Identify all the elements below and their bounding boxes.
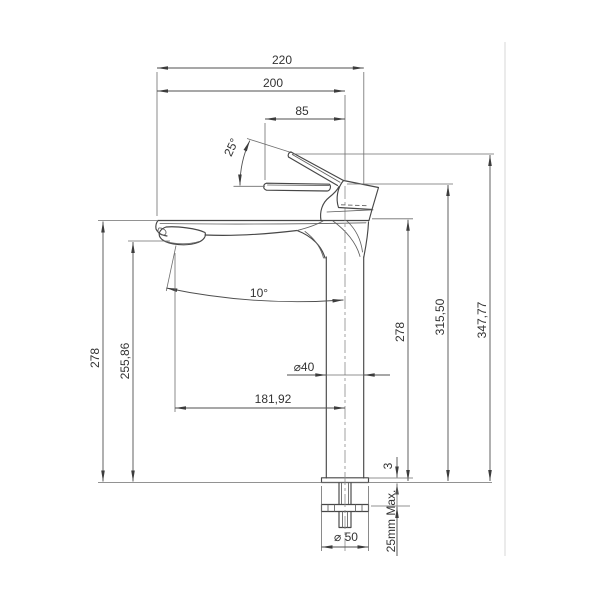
- dim-deck-height-label: 278: [393, 322, 407, 342]
- dim-base-diameter-label: ⌀ 50: [334, 530, 358, 544]
- dim-handle-top-height: 315,50: [347, 183, 453, 481]
- dim-plate-lip-label: 3: [381, 462, 395, 469]
- dim-spray-angle-label: 10°: [250, 286, 268, 300]
- dim-handle-reach-label: 85: [295, 104, 309, 118]
- dim-counter-max-thickness: 25mm Max.: [371, 484, 410, 556]
- dim-overall-height: 347,77: [292, 153, 494, 481]
- faucet-outline: [98, 151, 492, 553]
- dim-body-diameter: ⌀40: [287, 360, 390, 377]
- dim-deck-height: 278: [372, 218, 413, 481]
- dim-handle-angle-label: 25°: [221, 136, 241, 159]
- handle-lever-raised: [287, 151, 345, 187]
- dim-overall-width: 220: [156, 53, 365, 216]
- dim-spout-top-height: 278: [88, 220, 157, 482]
- dim-outlet-height-label: 255,86: [118, 342, 132, 379]
- dim-body-diameter-label: ⌀40: [294, 360, 315, 374]
- dim-outlet-height: 255,86: [118, 240, 170, 482]
- dim-counter-max-thickness-label: 25mm Max.: [384, 490, 398, 553]
- dim-overall-width-label: 220: [272, 53, 292, 67]
- dim-handle-angle: 25°: [221, 136, 290, 187]
- dim-spout-top-height-label: 278: [88, 348, 102, 368]
- dim-outlet-reach: 181,92: [174, 253, 345, 412]
- handle-lever-horizontal: [263, 182, 332, 192]
- spout-tip-detail: [157, 227, 167, 236]
- dim-spout-to-axis-label: 200: [263, 76, 283, 90]
- dim-handle-top-height-label: 315,50: [433, 298, 447, 335]
- aerator-outlet: [158, 226, 206, 246]
- dim-spray-angle: 10°: [165, 245, 344, 303]
- dim-outlet-reach-label: 181,92: [255, 392, 292, 406]
- dim-overall-height-label: 347,77: [475, 301, 489, 338]
- handle-body: [320, 179, 380, 222]
- dim-plate-lip: 3: [368, 457, 413, 495]
- dim-spout-to-axis: 200: [157, 76, 346, 181]
- dim-base-diameter: ⌀ 50: [321, 486, 369, 551]
- dim-handle-reach: 85: [264, 104, 345, 180]
